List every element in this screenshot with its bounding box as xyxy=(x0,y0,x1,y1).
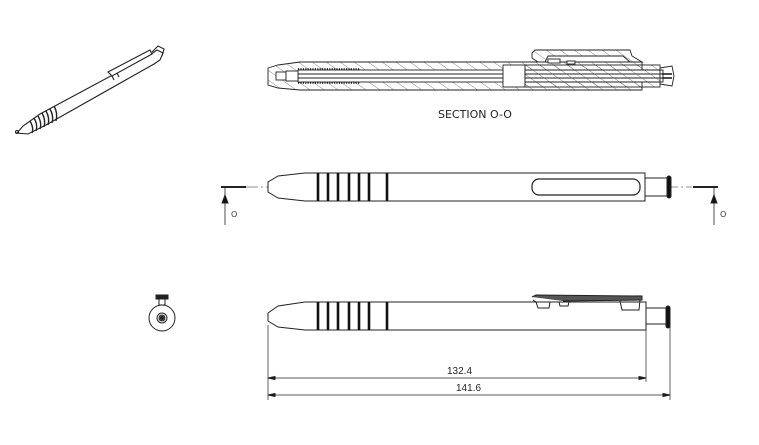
section-marker-left-label: O xyxy=(231,210,238,219)
dimension-overall-length: 141.6 xyxy=(456,383,481,394)
section-title: SECTION O-O xyxy=(438,108,512,121)
isometric-pen-view xyxy=(14,45,165,135)
section-view xyxy=(267,49,675,91)
top-view xyxy=(221,172,718,225)
side-view xyxy=(267,294,671,400)
dimension-body-length: 132.4 xyxy=(447,366,472,377)
section-marker-right-label: O xyxy=(720,210,727,219)
end-view xyxy=(148,294,176,332)
